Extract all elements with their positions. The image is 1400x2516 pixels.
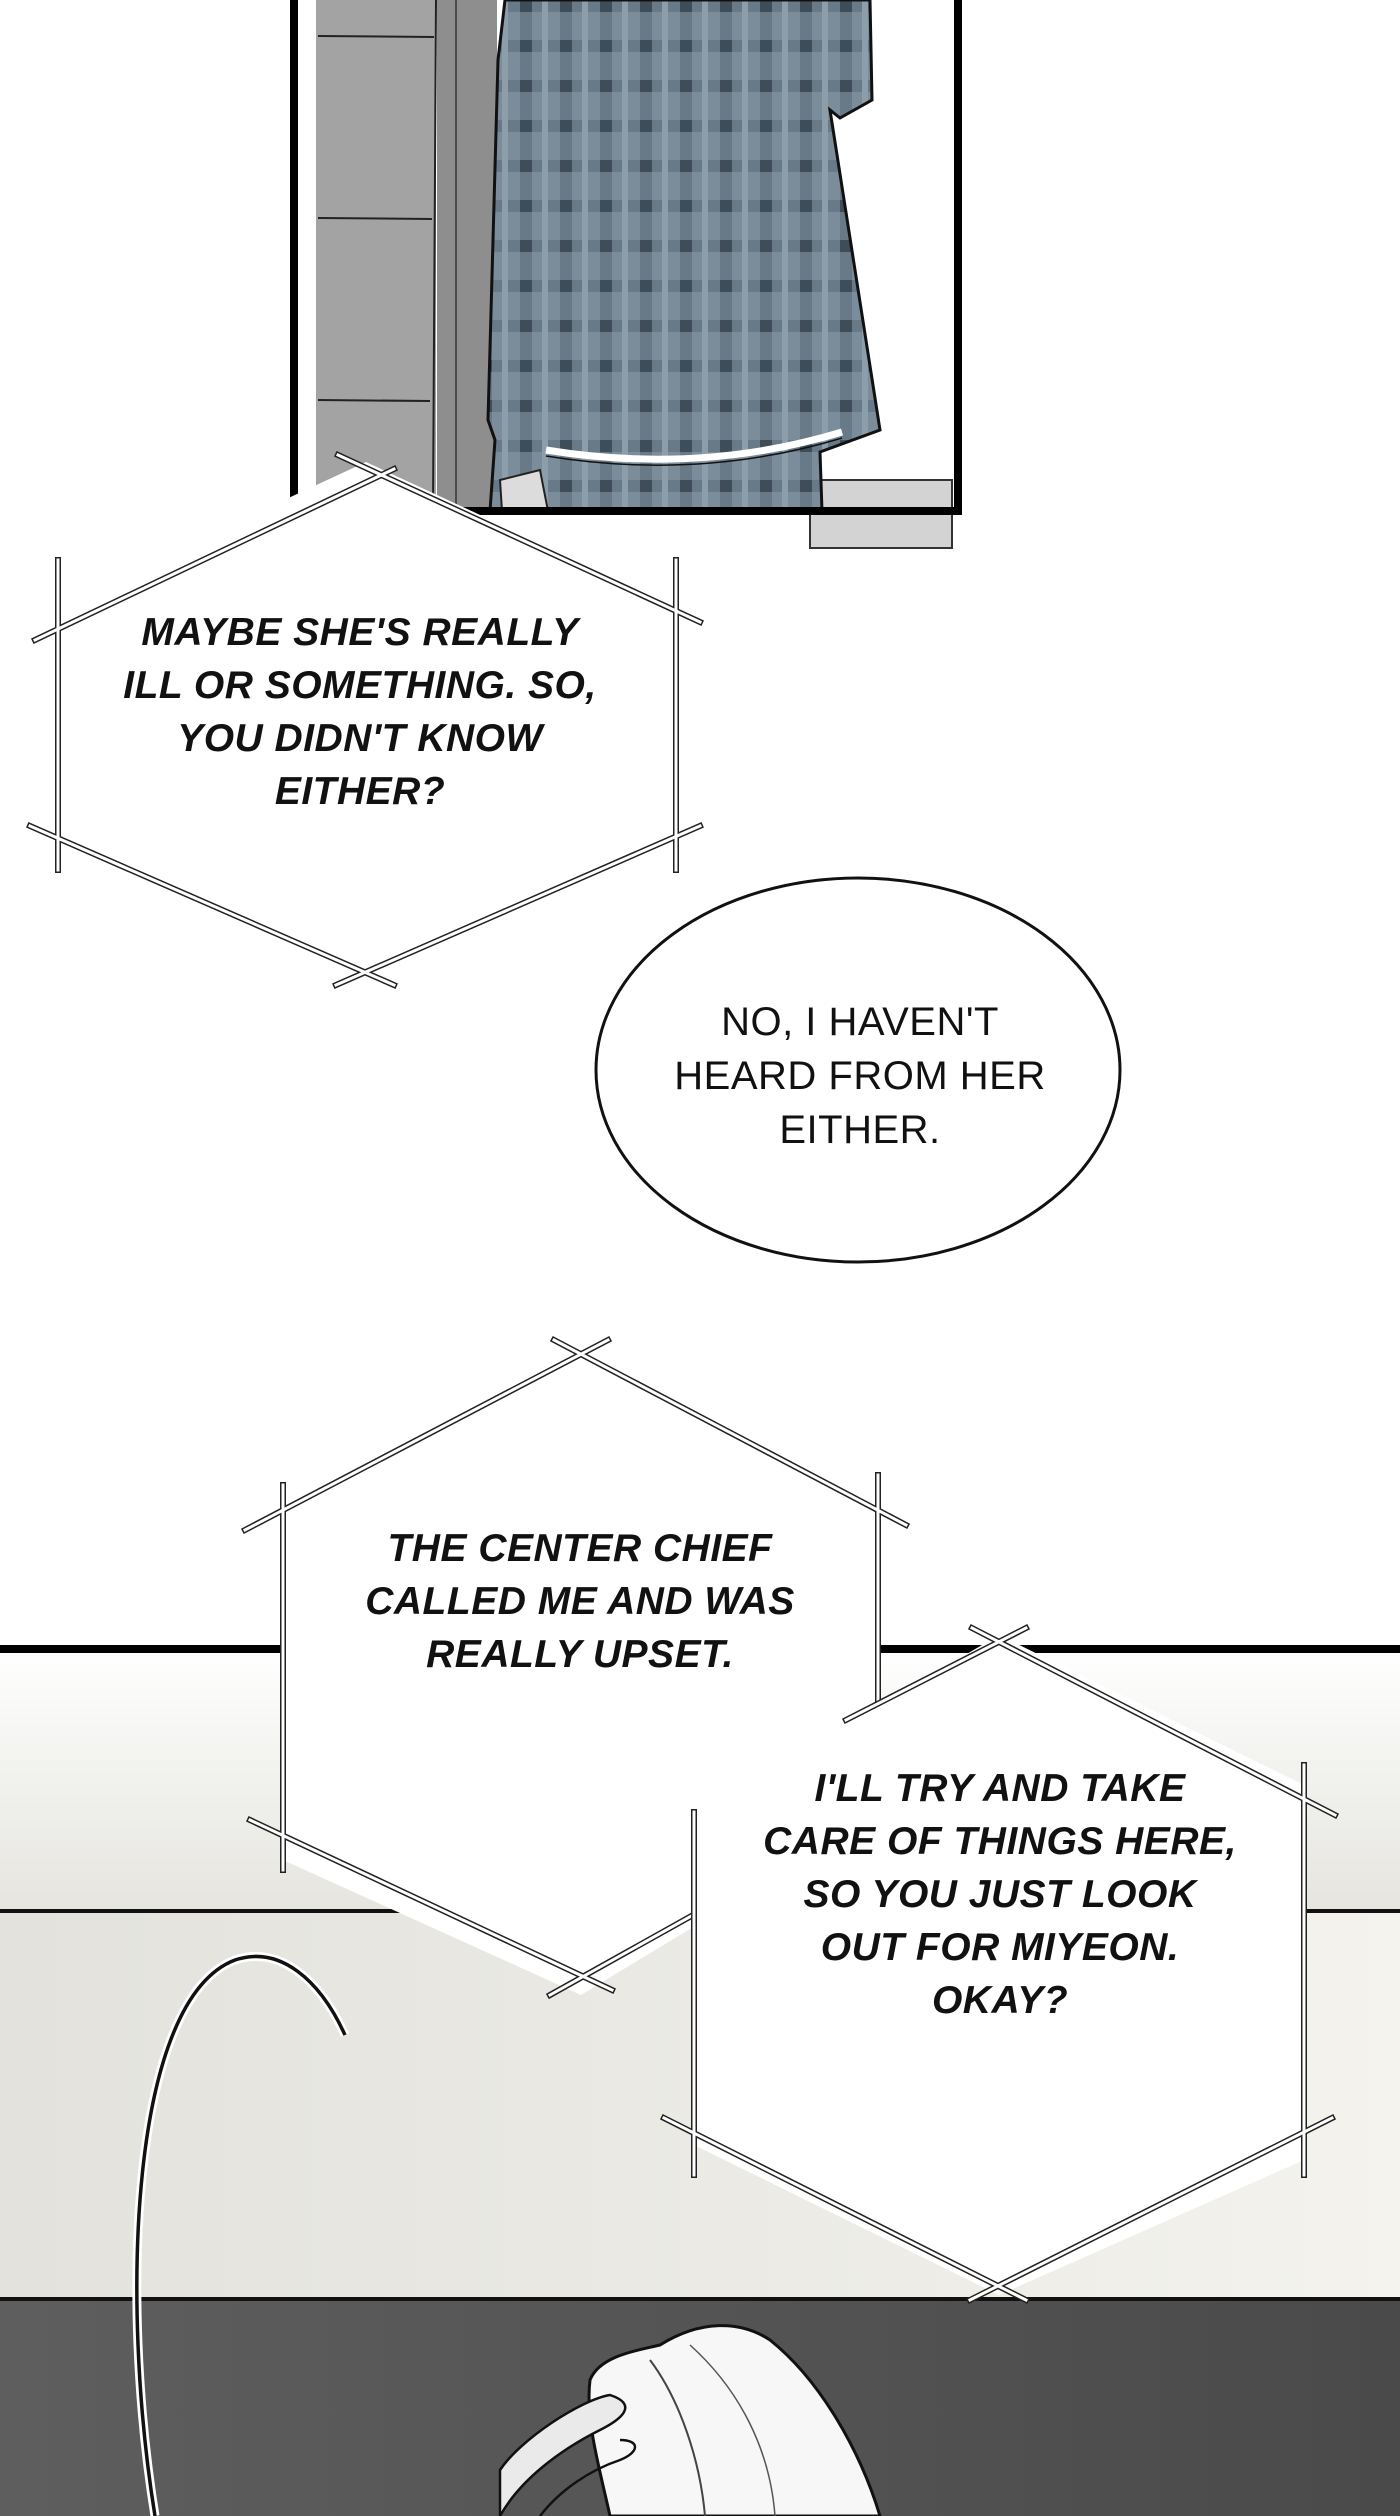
panel-top [290, 0, 962, 582]
bubble-line: EITHER. [779, 1108, 941, 1152]
bubble-line: OUT FOR MIYEON. [820, 1926, 1180, 1969]
bubble-1-shape [26, 451, 704, 989]
bubble-line: REALLY UPSET. [426, 1633, 734, 1676]
bubble-line: YOU DIDN'T KNOW [177, 717, 543, 760]
bubble-line: CALLED ME AND WAS [365, 1580, 795, 1623]
bubble-line: NO, I HAVEN'T [721, 1000, 999, 1044]
bubble-line: ILL OR SOMETHING. SO, [123, 664, 597, 707]
bubble-line: I'LL TRY AND TAKE [814, 1767, 1186, 1810]
bubble-line: EITHER? [274, 770, 446, 813]
bubble-3-text: THE CENTER CHIEF CALLED ME AND WAS REALL… [320, 1522, 840, 1681]
bubble-line: THE CENTER CHIEF [387, 1527, 773, 1570]
bubble-4-text: I'LL TRY AND TAKE CARE OF THINGS HERE, S… [720, 1762, 1280, 2027]
bubble-line: CARE OF THINGS HERE, [763, 1820, 1237, 1863]
bubble-2-text: NO, I HAVEN'T HEARD FROM HER EITHER. [620, 995, 1100, 1157]
bubble-2-shape [594, 876, 1122, 1264]
bubble-4-shape [659, 1623, 1340, 2305]
bubble-line: OKAY? [931, 1979, 1069, 2022]
bubble-line: HEARD FROM HER [674, 1054, 1046, 1098]
bubble-line: SO YOU JUST LOOK [803, 1873, 1197, 1916]
bubble-line: MAYBE SHE'S REALLY [141, 611, 579, 654]
bubble-1-text: MAYBE SHE'S REALLY ILL OR SOMETHING. SO,… [90, 606, 630, 818]
